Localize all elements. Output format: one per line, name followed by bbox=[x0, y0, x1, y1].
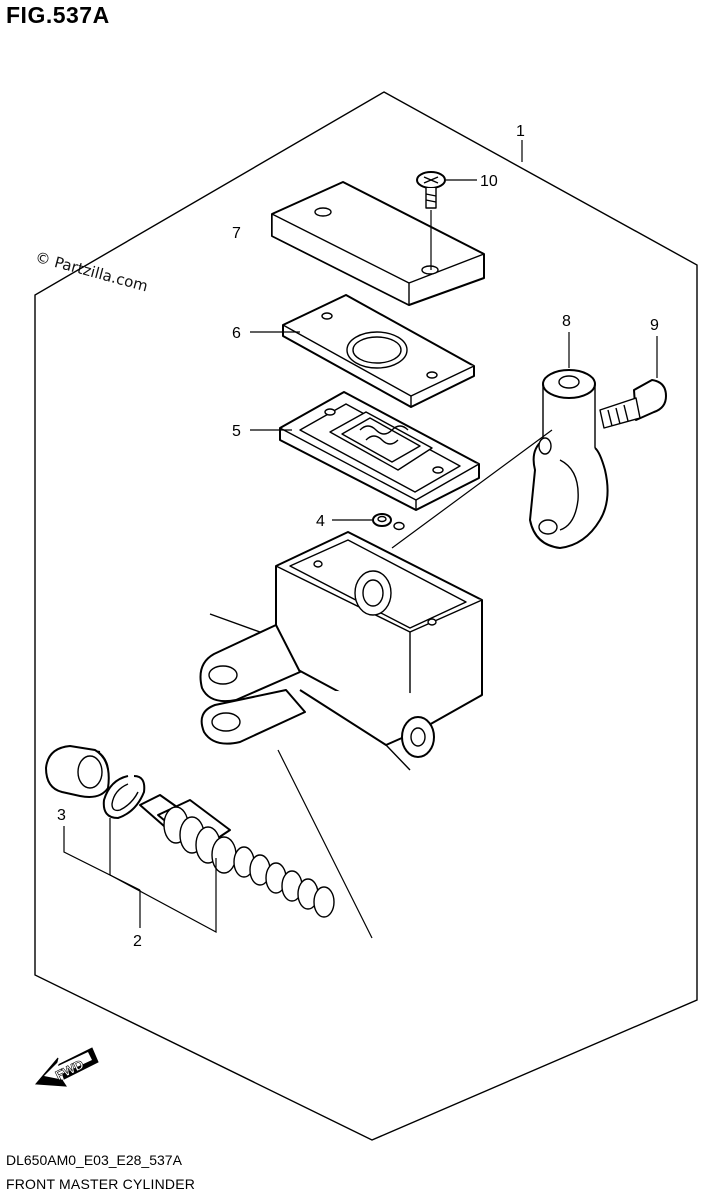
circlip[interactable] bbox=[102, 775, 146, 819]
reservoir-cap[interactable] bbox=[271, 181, 485, 306]
handlebar-clamp[interactable] bbox=[529, 369, 609, 549]
callout-5: 5 bbox=[232, 423, 241, 440]
piston-and-spring[interactable] bbox=[139, 794, 335, 918]
clamp-bolt[interactable] bbox=[599, 379, 667, 429]
assembly-outline bbox=[34, 91, 698, 1141]
callout-9: 9 bbox=[650, 317, 659, 334]
piston-connect-line bbox=[277, 749, 373, 939]
callout-4: 4 bbox=[316, 513, 325, 530]
callout-6: 6 bbox=[232, 325, 241, 342]
leader-2 bbox=[109, 858, 217, 934]
clamp-connect-line bbox=[391, 429, 553, 549]
callout-1: 1 bbox=[516, 123, 525, 140]
callout-2: 2 bbox=[133, 933, 142, 950]
figure-name: FRONT MASTER CYLINDER bbox=[6, 1176, 196, 1192]
figure-code: DL650AM0_E03_E28_537A bbox=[6, 1152, 182, 1168]
diaphragm-plate[interactable] bbox=[282, 294, 475, 408]
callout-10: 10 bbox=[480, 173, 498, 190]
master-cylinder-body[interactable] bbox=[199, 531, 483, 771]
callout-7: 7 bbox=[232, 225, 241, 242]
leader-3 bbox=[63, 818, 111, 876]
diaphragm[interactable] bbox=[279, 391, 480, 511]
small-ring[interactable] bbox=[372, 513, 405, 531]
cap-screw[interactable] bbox=[416, 171, 446, 209]
fwd-label: FWD bbox=[53, 1057, 86, 1083]
callout-3: 3 bbox=[57, 807, 66, 824]
callout-8: 8 bbox=[562, 313, 571, 330]
figure-title: FIG.537A bbox=[6, 2, 110, 28]
forward-direction-arrow: FWD bbox=[34, 1047, 99, 1087]
dust-boot[interactable] bbox=[45, 745, 110, 798]
